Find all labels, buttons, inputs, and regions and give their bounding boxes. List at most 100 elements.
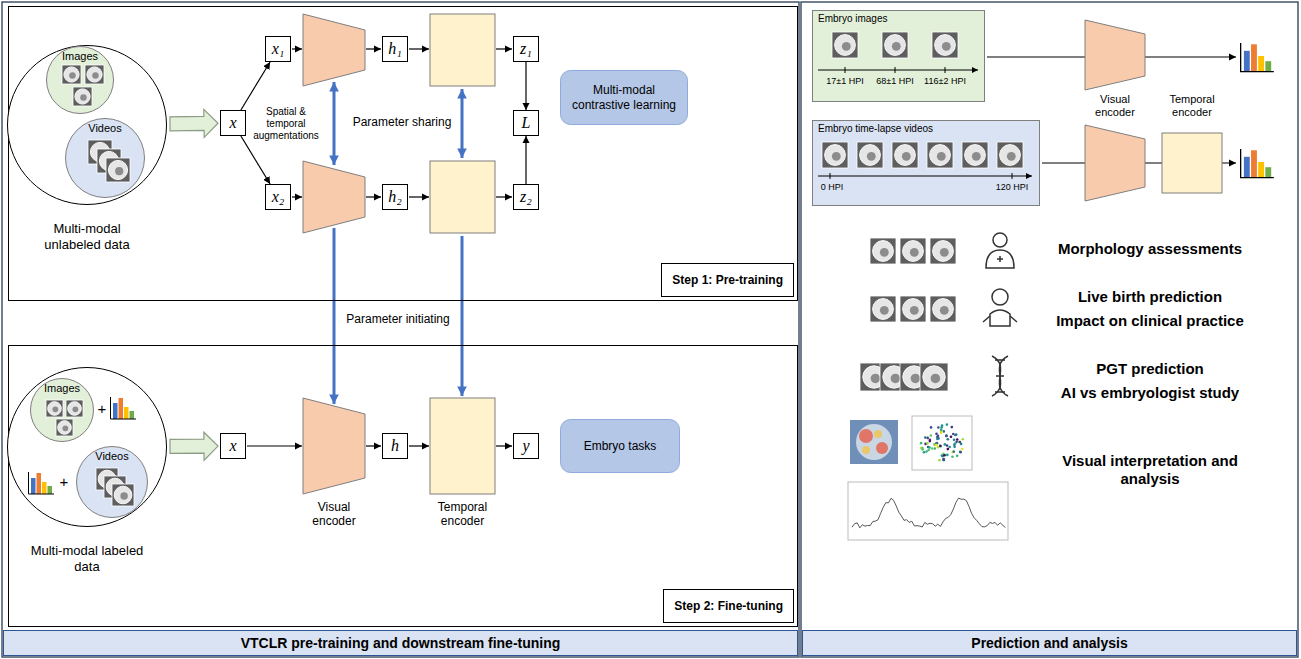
drawing-part [383, 434, 408, 459]
drawing-part [958, 441, 961, 444]
node-label: Embryo tasks [580, 439, 661, 454]
drawing-part [955, 433, 958, 436]
drawing-part [96, 468, 134, 506]
drawing-part [903, 299, 924, 320]
embryo-image [56, 419, 73, 436]
drawing-part [832, 32, 858, 58]
input-panel: Embryo time-lapse videos0 HPI120 HPI [812, 120, 1040, 206]
arrow-connector [241, 62, 270, 110]
embryo-image [927, 142, 953, 168]
drawing-part [961, 448, 964, 451]
drawing-part [939, 445, 942, 448]
flow-arrow [496, 196, 512, 197]
drawing-part [892, 142, 918, 168]
node-label: L [522, 115, 531, 131]
drawing-part [920, 363, 948, 391]
drawing-part [822, 142, 848, 168]
visual-encoder [303, 14, 365, 86]
drawing-part [873, 241, 894, 262]
embryo-image [870, 238, 896, 264]
drawing-part [106, 158, 130, 182]
drawing-part [870, 296, 896, 322]
plus-sign: + [58, 473, 70, 491]
drawing-part [88, 140, 130, 182]
drawing-part [80, 94, 86, 100]
drawing-part [940, 248, 949, 257]
drawing-part [850, 420, 898, 464]
drawing-part [943, 454, 946, 457]
time-label: 68±1 HPI [865, 76, 925, 86]
flow-arrow [409, 196, 429, 197]
node-label: x [229, 438, 236, 454]
sharing-arrow [333, 82, 336, 165]
drawing-part [85, 65, 104, 84]
drawing-part [933, 447, 936, 450]
time-tick [830, 173, 831, 179]
drawing-part [945, 435, 948, 438]
drawing-part [903, 241, 924, 262]
task-label: Impact on clinical practice [1030, 312, 1270, 330]
drawing-part [943, 443, 946, 446]
drawing-part [108, 160, 127, 179]
embryo-image [932, 32, 958, 58]
drawing-part [946, 444, 949, 447]
drawing-part [47, 47, 114, 114]
node-label: z₂ [520, 189, 532, 205]
drawing-part [383, 185, 408, 210]
node-label: z₁ [520, 41, 532, 57]
drawing-part [921, 448, 924, 451]
drawing-part [266, 185, 291, 210]
input-panel: Embryo images17±1 HPI68±1 HPI116±2 HPI [812, 10, 985, 102]
drawing-part [938, 459, 941, 462]
bar-chart-icon [29, 472, 55, 494]
drawing-part [923, 366, 945, 388]
drawing-part [933, 241, 954, 262]
drawing-part [42, 482, 47, 494]
drawing-part [266, 37, 291, 62]
drawing-part [66, 119, 145, 198]
drawing-part [986, 250, 1014, 268]
block-arrow [170, 432, 218, 460]
embryo-image [962, 142, 988, 168]
node-label: VTCLR pre-training and downstream fine-t… [241, 635, 561, 651]
embryo-image [857, 142, 883, 168]
drawing-part [62, 65, 81, 84]
drawing-part [8, 368, 167, 527]
drawing-part [1244, 51, 1250, 72]
drawing-part [911, 374, 921, 384]
arrow-connector [241, 136, 270, 184]
drawing-part [1251, 150, 1257, 177]
drawing-part [64, 67, 79, 82]
time-tick [845, 67, 846, 73]
drawing-part [130, 411, 135, 419]
time-axis [818, 176, 1032, 177]
drawing-part [119, 398, 124, 419]
drawing-part [959, 450, 962, 453]
node-label: h₁ [388, 41, 402, 57]
variable-box: h [382, 433, 408, 459]
scatter-plot [912, 416, 972, 470]
drawing-part [928, 446, 931, 449]
section-frame [2, 2, 799, 657]
node-label: Multi-modal contrastive learning [560, 83, 688, 113]
drawing-part [900, 296, 926, 322]
embryo-image [892, 142, 918, 168]
drawing-part [937, 426, 940, 429]
drawing-part [52, 406, 58, 412]
task-label: AI vs embryologist study [1030, 384, 1270, 402]
visual-encoder [1085, 125, 1145, 201]
drawing-part [940, 428, 943, 431]
drawing-part [92, 72, 98, 78]
drawing-part [871, 374, 881, 384]
drawing-part [852, 498, 1005, 528]
drawing-part [990, 310, 1010, 326]
temporal-encoder [430, 14, 495, 86]
flow-arrow [366, 445, 381, 446]
flow-arrow [292, 48, 302, 49]
drawing-part [983, 316, 1017, 322]
drawing-part [880, 306, 889, 315]
variable-box: h₁ [382, 36, 408, 62]
drawing-part [951, 426, 954, 429]
heatmap-image [850, 420, 898, 464]
encoder-label: Temporal encoder [425, 500, 500, 529]
